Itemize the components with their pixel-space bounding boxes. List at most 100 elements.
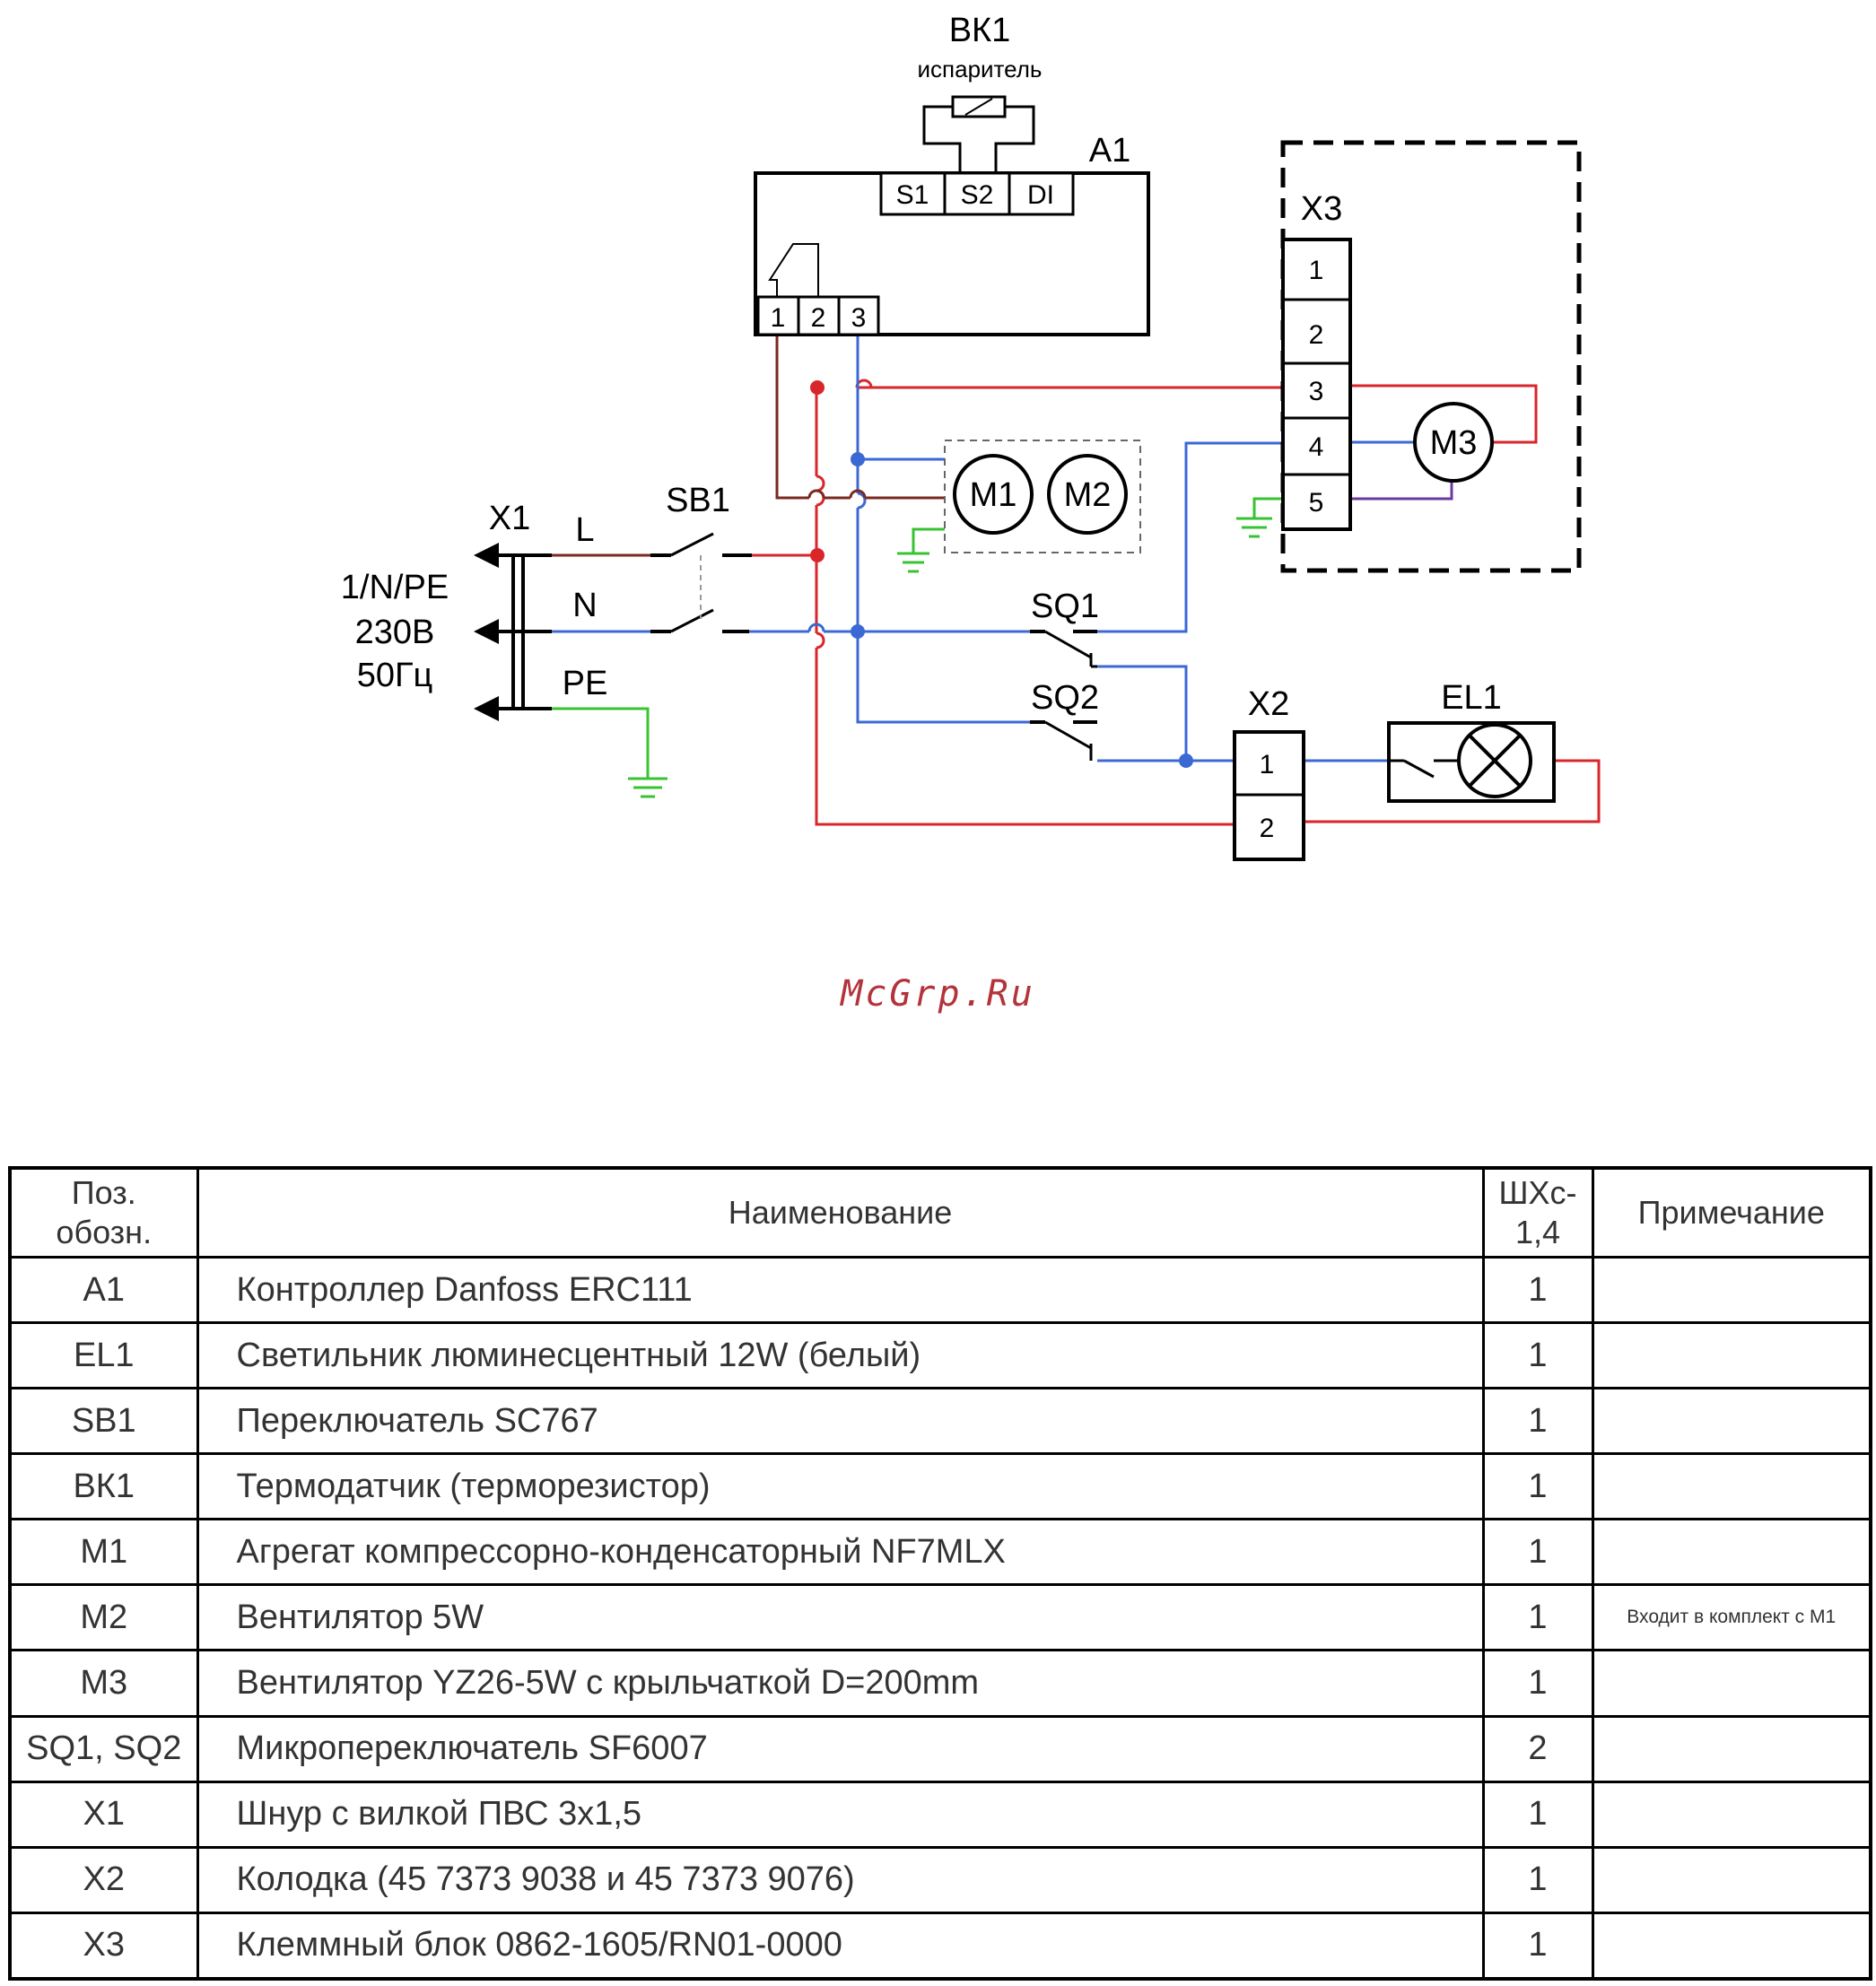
spec-header-row: Поз.обозн. Наименование ШХс-1,4 Примечан… — [8, 1166, 1872, 1259]
row-pos: ВК1 — [8, 1452, 199, 1521]
a1-term-s1: S1 — [896, 180, 929, 210]
sq2-switch: SQ2 — [1030, 679, 1099, 761]
n-label: N — [572, 587, 597, 624]
x3-label: Х3 — [1301, 190, 1342, 228]
m1-m2-dashed-box — [944, 440, 1141, 553]
spec-row: Х3 Клеммный блок 0862-1605/RN01-0000 1 — [8, 1911, 1872, 1981]
row-name: Переключатель SC767 — [196, 1387, 1485, 1456]
a1-term-3: 3 — [851, 303, 867, 333]
spec-row: М3 Вентилятор YZ26-5W с крыльчаткой D=20… — [8, 1649, 1872, 1718]
spec-row: Х1 Шнур с вилкой ПВС 3х1,5 1 — [8, 1780, 1872, 1849]
row-qty: 1 — [1481, 1649, 1594, 1718]
el1-label: EL1 — [1441, 679, 1502, 717]
row-pos: А1 — [8, 1255, 199, 1325]
row-qty: 1 — [1481, 1845, 1594, 1914]
bk1-sub-label: испаритель — [918, 56, 1043, 83]
arrow-pe — [474, 696, 499, 721]
col-note-header: Примечание — [1591, 1166, 1872, 1259]
sq1-label: SQ1 — [1031, 588, 1099, 625]
junction-dots — [810, 380, 1193, 768]
row-note — [1591, 1911, 1872, 1981]
m3-wire — [1350, 475, 1453, 501]
spec-row: SQ1, SQ2 Микропереключатель SF6007 2 — [8, 1714, 1872, 1783]
row-qty: 1 — [1481, 1387, 1594, 1456]
row-note — [1591, 1321, 1872, 1390]
watermark: McGrp.Ru — [841, 973, 1035, 1015]
row-qty: 1 — [1481, 1518, 1594, 1587]
line-wires — [552, 335, 945, 557]
a1-label: А1 — [1089, 132, 1130, 170]
spec-table: Поз.обозн. Наименование ШХс-1,4 Примечан… — [8, 1166, 1872, 1981]
row-pos: М1 — [8, 1518, 199, 1587]
x2-term-1: 1 — [1260, 750, 1275, 780]
earth-wires — [552, 497, 1281, 798]
spec-row: EL1 Светильник люминесцентный 12W (белый… — [8, 1321, 1872, 1390]
x3-enclosure: Х3 1 2 3 4 5 М3 — [1280, 140, 1582, 573]
spec-row: А1 Контроллер Danfoss ERC111 1 — [8, 1255, 1872, 1325]
row-note — [1591, 1714, 1872, 1783]
row-name: Термодатчик (терморезистор) — [196, 1452, 1485, 1521]
spec-row: М1 Агрегат компрессорно-конденсаторный N… — [8, 1518, 1872, 1587]
x1-supply: Х1 L N PE 1/N/PE 230В 50Гц — [341, 500, 607, 721]
bk1-sensor: ВК1 испаритель — [918, 12, 1043, 173]
row-qty: 1 — [1481, 1911, 1594, 1981]
sq2-label: SQ2 — [1031, 679, 1099, 717]
a1-term-1: 1 — [771, 303, 786, 333]
bk1-label: ВК1 — [949, 12, 1011, 49]
sb1-switch: SB1 — [552, 482, 752, 633]
sb1-label: SB1 — [666, 482, 730, 519]
row-name: Светильник люминесцентный 12W (белый) — [196, 1321, 1485, 1390]
col-name-header: Наименование — [196, 1166, 1485, 1259]
a1-controller: А1 S1 S2 DI 1 2 3 — [754, 132, 1150, 336]
m1-m2-motors: М1 М2 — [944, 440, 1141, 553]
row-pos: EL1 — [8, 1321, 199, 1390]
line-wire-hops — [807, 489, 867, 499]
row-name: Контроллер Danfoss ERC111 — [196, 1255, 1485, 1325]
row-name: Агрегат компрессорно-конденсаторный NF7M… — [196, 1518, 1485, 1587]
a1-term-2: 2 — [811, 303, 826, 333]
row-qty: 1 — [1481, 1583, 1594, 1652]
a1-term-s2: S2 — [961, 180, 994, 210]
row-pos: М3 — [8, 1649, 199, 1718]
supply-line-1: 1/N/PE — [341, 569, 449, 606]
m3-motor — [1413, 402, 1494, 483]
row-note — [1591, 1387, 1872, 1456]
row-pos: М2 — [8, 1583, 199, 1652]
row-pos: Х1 — [8, 1780, 199, 1849]
spec-row: М2 Вентилятор 5W 1 Входит в комплект с М… — [8, 1583, 1872, 1652]
row-note — [1591, 1255, 1872, 1325]
x3-term-5: 5 — [1309, 488, 1324, 518]
x2-connector: Х2 1 2 — [1233, 685, 1305, 861]
m2-label: М2 — [1064, 476, 1112, 514]
x3-term-2: 2 — [1309, 320, 1324, 350]
row-note — [1591, 1649, 1872, 1718]
row-pos: Х3 — [8, 1911, 199, 1981]
row-note: Входит в комплект с М1 — [1591, 1583, 1872, 1652]
row-note — [1591, 1780, 1872, 1849]
row-note — [1591, 1845, 1872, 1914]
supply-line-2: 230В — [355, 614, 435, 651]
arrow-n — [474, 619, 499, 644]
row-note — [1591, 1518, 1872, 1587]
row-name: Микропереключатель SF6007 — [196, 1714, 1485, 1783]
row-qty: 1 — [1481, 1452, 1594, 1521]
spec-row: ВК1 Термодатчик (терморезистор) 1 — [8, 1452, 1872, 1521]
el1-lamp: EL1 — [1387, 679, 1556, 803]
m3-label: М3 — [1430, 424, 1478, 462]
spec-row: Х2 Колодка (45 7373 9038 и 45 7373 9076)… — [8, 1845, 1872, 1914]
col-pos-header: Поз.обозн. — [8, 1166, 199, 1259]
x1-label: Х1 — [489, 500, 530, 537]
neutral-wire-hops — [807, 492, 867, 632]
row-qty: 1 — [1481, 1255, 1594, 1325]
x3-term-4: 4 — [1309, 432, 1324, 462]
row-name: Шнур с вилкой ПВС 3х1,5 — [196, 1780, 1485, 1849]
supply-line-3: 50Гц — [357, 657, 433, 694]
phase-wires — [752, 379, 1601, 826]
m1-label: М1 — [970, 476, 1017, 514]
row-name: Клеммный блок 0862-1605/RN01-0000 — [196, 1911, 1485, 1981]
arrow-l — [474, 543, 499, 568]
row-pos: SB1 — [8, 1387, 199, 1456]
row-qty: 1 — [1481, 1321, 1594, 1390]
x3-term-3: 3 — [1309, 377, 1324, 406]
row-note — [1591, 1452, 1872, 1521]
